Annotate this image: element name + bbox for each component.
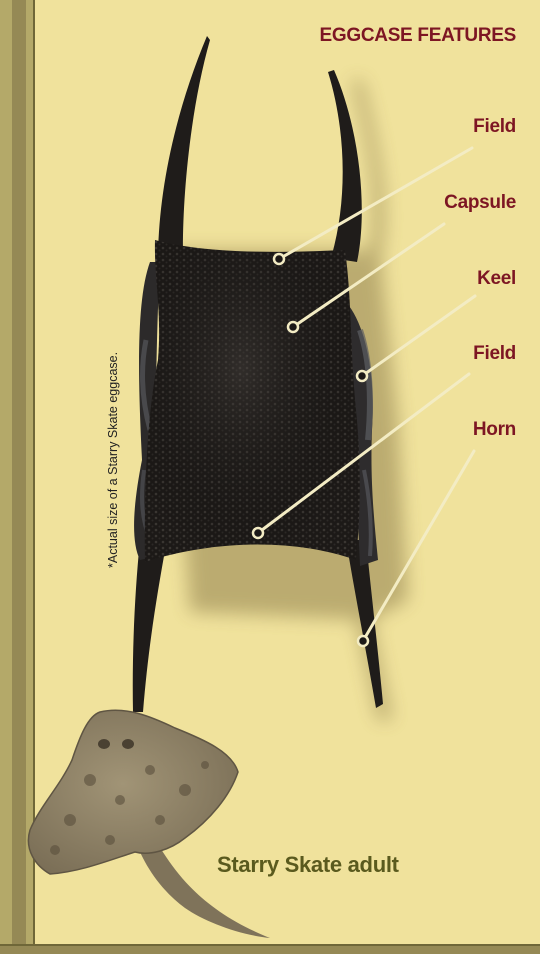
skate-eye-left [98,739,110,749]
label-capsule: Capsule [444,192,516,214]
marker-horn [358,636,368,646]
label-field-top: Field [473,116,516,138]
marker-field-bottom [253,528,263,538]
marker-keel [357,371,367,381]
actual-size-note: *Actual size of a Starry Skate eggcase. [106,352,120,568]
horn-bottom-left [133,540,166,712]
skate-eye-right [122,739,134,749]
label-horn: Horn [473,419,516,441]
label-field-bottom: Field [473,343,516,365]
label-keel: Keel [477,268,516,290]
horn-top-left [158,36,210,262]
skate-caption: Starry Skate adult [217,852,399,878]
skate-illustration [28,710,270,938]
diagram-title: EGGCASE FEATURES [320,25,516,47]
marker-field-top [274,254,284,264]
marker-capsule [288,322,298,332]
